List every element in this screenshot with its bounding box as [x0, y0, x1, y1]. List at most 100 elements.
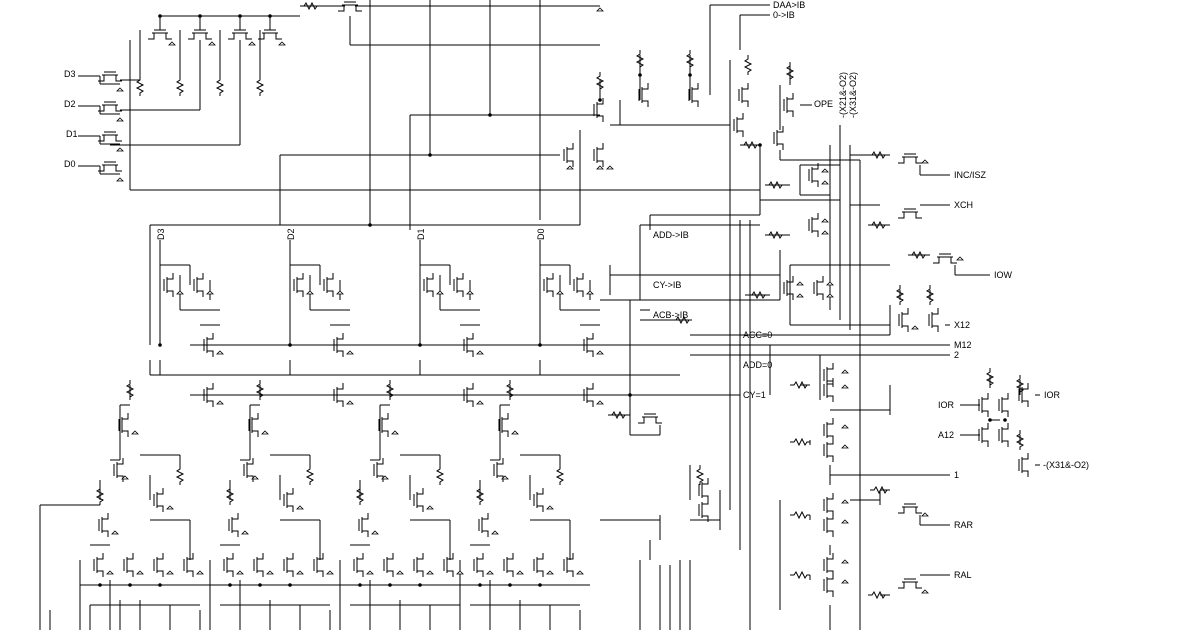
junction-dot	[228, 583, 232, 587]
label-ior-left: IOR	[938, 400, 955, 410]
ground-symbol	[841, 369, 849, 374]
label-daa-ib: DAA>IB	[773, 0, 805, 10]
ground-symbol	[596, 350, 604, 355]
transistor	[698, 478, 709, 502]
transistor	[823, 378, 834, 402]
junction-dot	[158, 14, 162, 18]
resistor	[175, 465, 185, 485]
junction-dot	[258, 583, 262, 587]
ground-symbol	[266, 570, 274, 575]
ground-symbol	[841, 559, 849, 564]
transistor	[443, 553, 454, 577]
transistor	[118, 413, 129, 437]
resistor	[385, 380, 395, 400]
ground-symbol	[208, 41, 216, 46]
ground-symbol	[516, 570, 524, 575]
label-bus-d2: D2	[286, 228, 296, 240]
transistor	[153, 488, 164, 512]
resistor	[743, 55, 753, 75]
transistor	[203, 383, 214, 407]
junction-dot	[358, 583, 362, 587]
junction-dot	[628, 393, 632, 397]
transistor	[373, 458, 384, 482]
transistor	[583, 333, 594, 357]
transistor	[93, 553, 104, 577]
resistor	[435, 465, 445, 485]
junction-dot	[638, 73, 642, 77]
ground-symbol	[396, 570, 404, 575]
ground-symbol	[476, 350, 484, 355]
junction-dot	[158, 583, 162, 587]
ground-symbol	[296, 570, 304, 575]
junction-dot	[538, 343, 542, 347]
label-x31-o2-b: -(X31&-O2)	[1043, 460, 1089, 470]
label-cy-ib: CY->IB	[653, 280, 681, 290]
ground-symbol	[911, 325, 919, 330]
ground-symbol	[546, 505, 554, 510]
transistor	[98, 101, 122, 112]
transistor	[638, 83, 649, 107]
ground-symbol	[121, 475, 129, 480]
ground-symbol	[216, 400, 224, 405]
junction-dot	[268, 14, 272, 18]
ground-symbol	[371, 530, 379, 535]
ground-symbol	[821, 218, 829, 223]
label-ior-right: IOR	[1044, 390, 1061, 400]
label-acb-ib: ACB->IB	[653, 310, 688, 320]
ground-symbol	[248, 41, 256, 46]
label-two: 2	[954, 350, 959, 360]
transistor	[898, 208, 922, 219]
ground-symbol	[166, 570, 174, 575]
transistor	[698, 498, 709, 522]
transistor	[478, 513, 489, 537]
transistor	[378, 413, 389, 437]
ground-symbol	[841, 499, 849, 504]
transistor	[1018, 453, 1029, 477]
resistor	[790, 437, 810, 447]
ground-symbol	[391, 430, 399, 435]
resistor	[985, 368, 995, 388]
label-bus-d3: D3	[156, 228, 166, 240]
resistor	[215, 76, 225, 96]
resistor	[748, 290, 768, 300]
ground-symbol	[111, 530, 119, 535]
label-x21-o2: -(X21&-O2)	[838, 72, 848, 118]
transistor	[338, 1, 362, 12]
transistor	[823, 363, 834, 387]
resistor	[685, 50, 695, 70]
transistor	[1018, 383, 1029, 407]
resistor	[695, 465, 705, 485]
ground-symbol	[821, 168, 829, 173]
label-m12: M12	[954, 340, 972, 350]
transistor	[163, 273, 174, 297]
transistor	[533, 553, 544, 577]
transistor	[183, 553, 194, 577]
resistor	[765, 230, 785, 240]
resistor	[305, 465, 315, 485]
label-iow: IOW	[994, 270, 1013, 280]
transistor	[253, 553, 264, 577]
ground-symbol	[841, 579, 849, 584]
transistor	[998, 423, 1009, 447]
ground-symbol	[326, 570, 334, 575]
resistor	[505, 380, 515, 400]
ground-symbol	[136, 570, 144, 575]
ground-symbol	[501, 475, 509, 480]
transistor	[823, 438, 834, 462]
ground-symbol	[168, 41, 176, 46]
transistor	[188, 29, 212, 40]
transistor	[543, 273, 554, 297]
resistor	[300, 1, 320, 11]
signal-labels: D3 D2 D1 D0 DAA>IB 0->IB OPE -(X21&-O2) …	[64, 0, 1089, 580]
resistor	[790, 510, 810, 520]
transistor	[583, 383, 594, 407]
ground-symbol	[116, 147, 124, 152]
junction-dot	[418, 343, 422, 347]
resistor	[175, 76, 185, 96]
resistor	[608, 410, 628, 420]
label-x31-o2: -(X31&-O2)	[848, 72, 858, 118]
transistor	[283, 553, 294, 577]
label-bus-d1: D1	[416, 228, 426, 240]
ground-symbol	[176, 290, 184, 295]
transistor	[258, 29, 282, 40]
